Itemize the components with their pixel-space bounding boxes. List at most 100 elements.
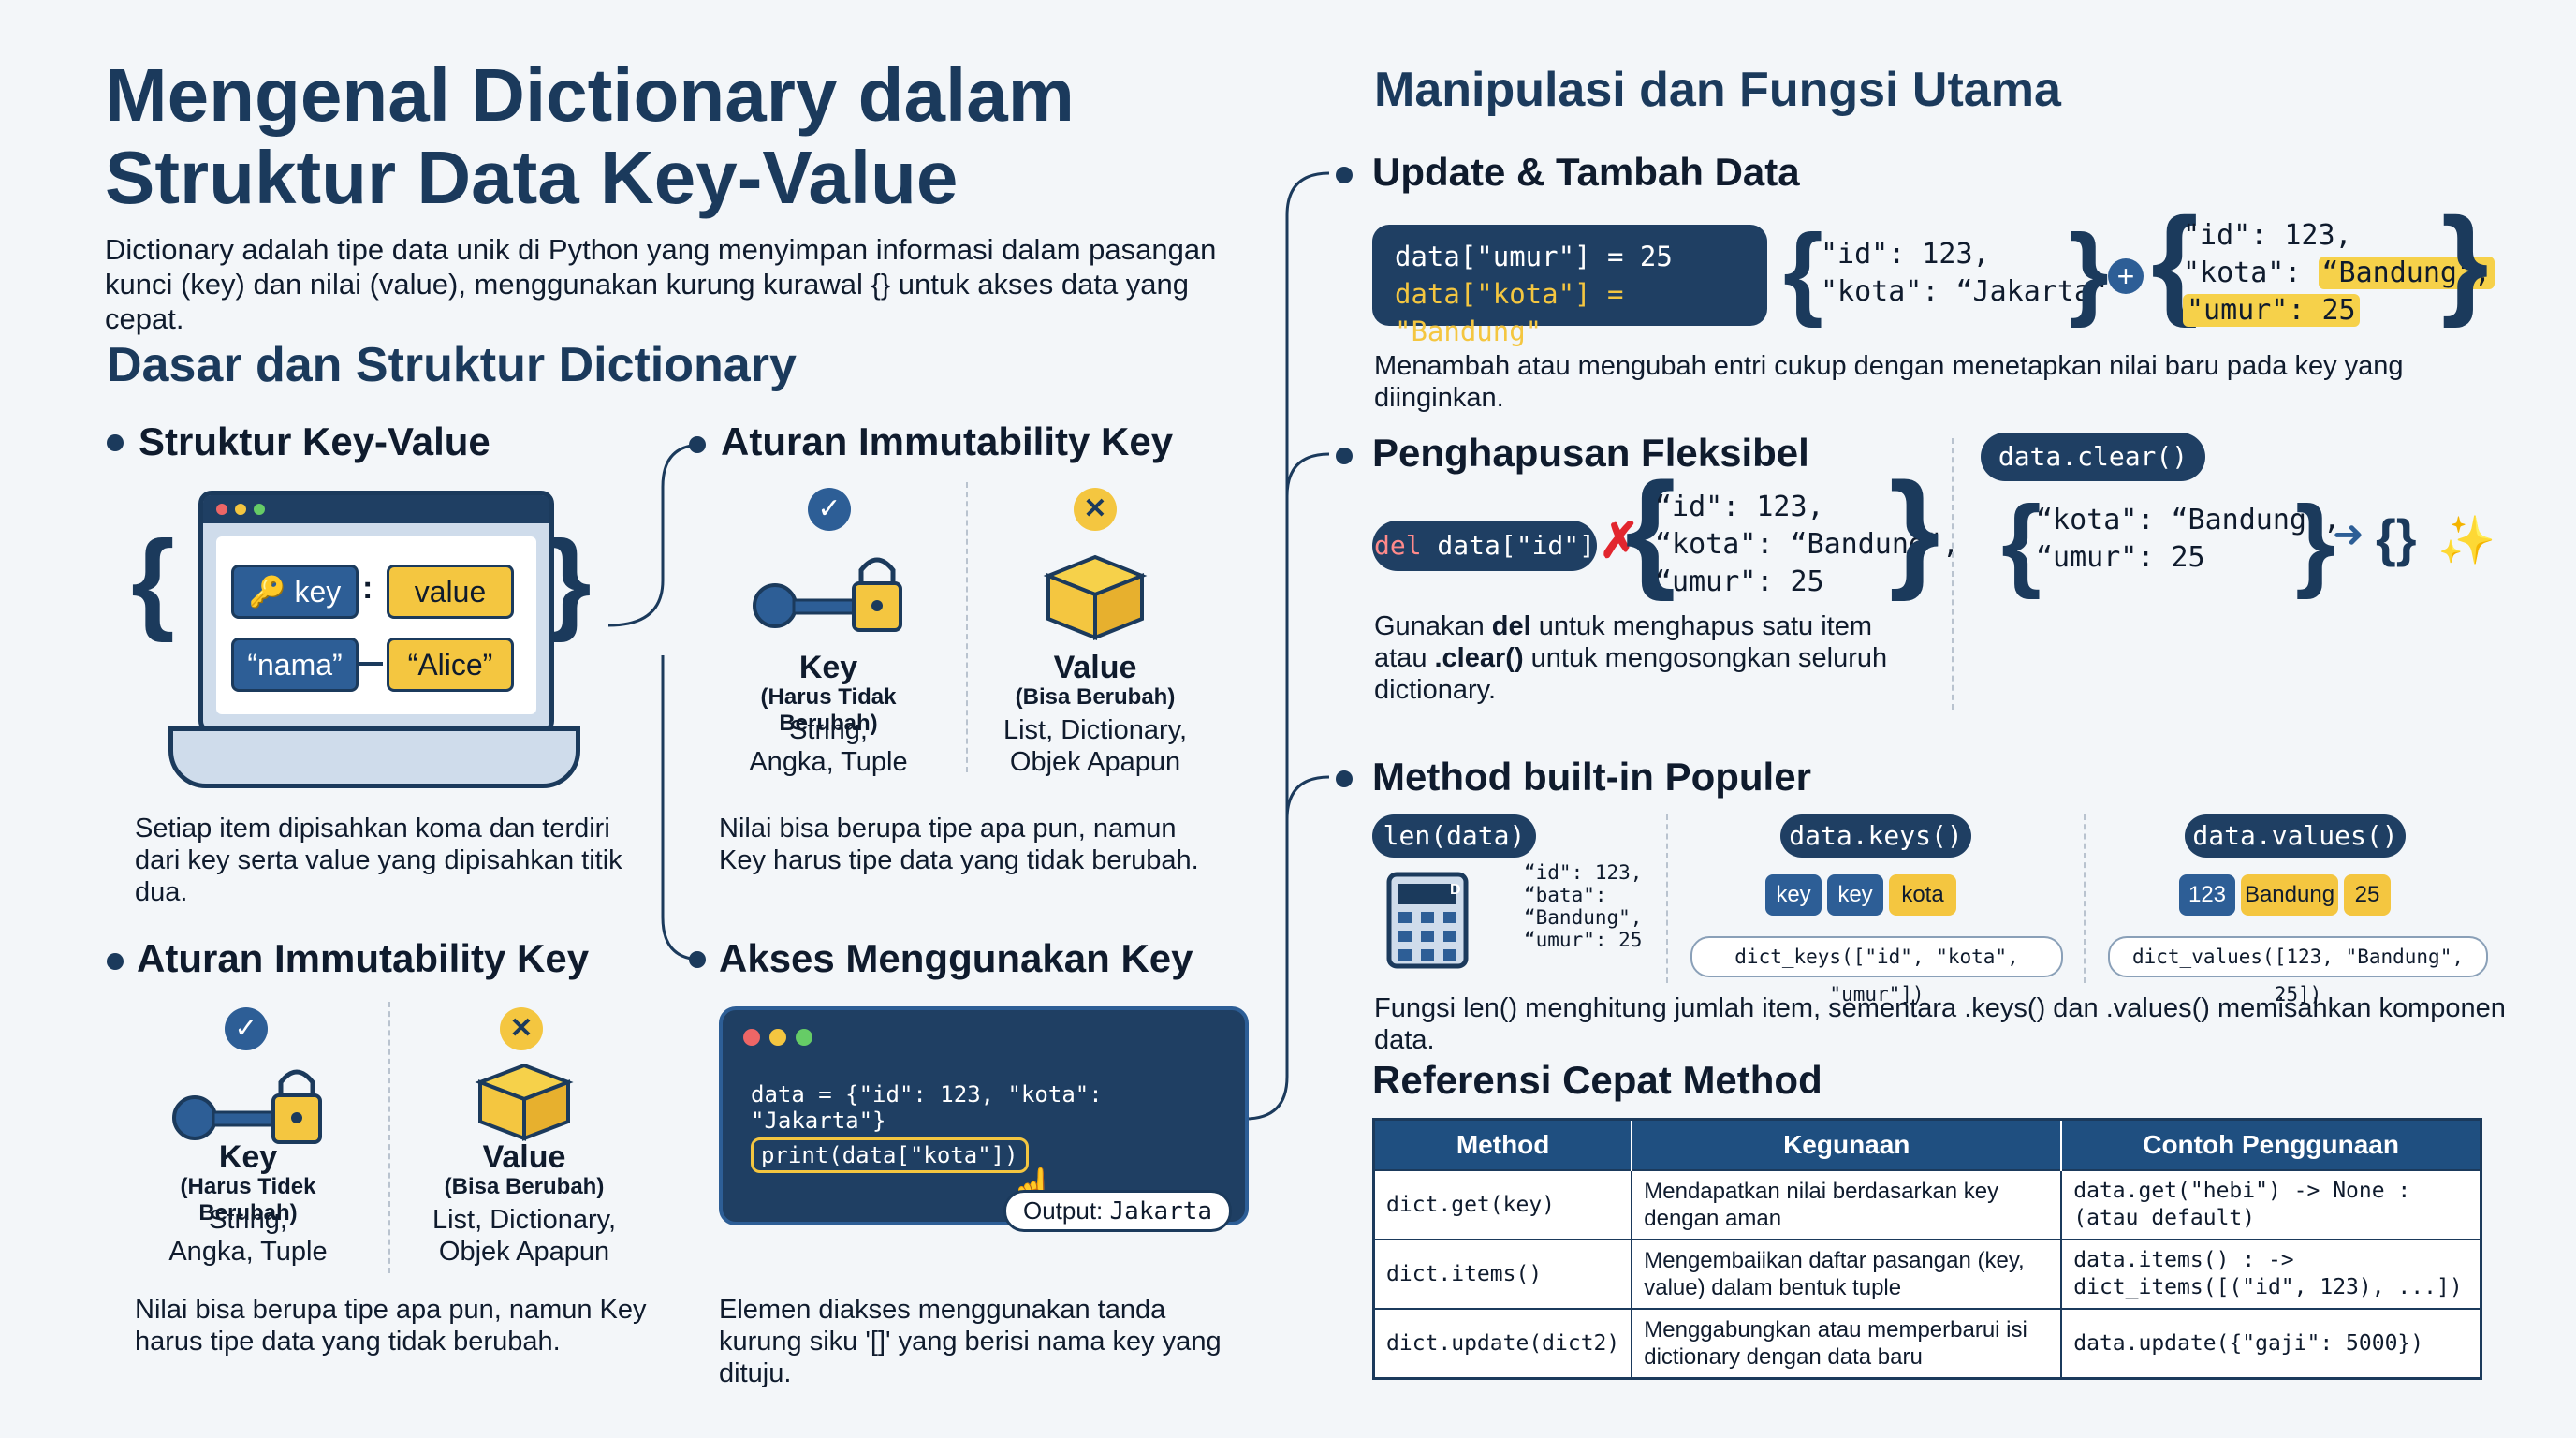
delete-x-icon: ✗	[1599, 514, 1640, 568]
len-label: len(data)	[1372, 814, 1536, 858]
empty-dict: {}	[2376, 508, 2417, 567]
del-code: del data["id"]	[1372, 521, 1597, 571]
cross-icon: ✕	[1074, 488, 1117, 531]
broom-icon: ✨	[2437, 514, 2496, 566]
close-brace: }	[2441, 192, 2489, 329]
output-bubble: Output: Jakarta	[1003, 1190, 1233, 1232]
immutability-panel-top: ✓ Key (Harus Tidak Berubah) String, Angk…	[711, 482, 1198, 782]
key-title: Key	[218, 1139, 278, 1175]
close-brace: }	[2295, 485, 2335, 600]
table-header: Contoh Penggunaan	[2061, 1119, 2482, 1170]
open-brace: {	[2001, 485, 2042, 600]
bullet	[107, 434, 124, 451]
caption-part: untuk mengosongkan seluruh dictionary.	[1374, 643, 1888, 705]
box-icon	[1043, 554, 1148, 640]
update-code: data["umur"] = 25 data["kota"] = "Bandun…	[1372, 225, 1767, 347]
divider	[2084, 814, 2086, 983]
kv-value-chip: value	[387, 565, 514, 619]
dict-value-highlight: “Bandung",	[2318, 257, 2496, 289]
example-cell: data.get("hebi") -> None : (atau default…	[2060, 1169, 2482, 1240]
values-label: data.values()	[2185, 814, 2406, 858]
dict-line: "id": 123,	[2183, 219, 2352, 252]
dict-line: "id": 123,	[1821, 238, 1990, 271]
caption-clear: .clear()	[1434, 643, 1524, 673]
dict-line: "kota": “Bandung",	[2183, 255, 2496, 292]
key-types: String, Angka, Tuple	[168, 1205, 328, 1267]
value-title: Value	[1053, 650, 1137, 685]
key-icon: 🔑	[248, 575, 286, 609]
value-types: List, Dictionary, Objek Apapun	[432, 1205, 617, 1267]
open-brace: {	[1625, 455, 1676, 602]
dict-key: "kota":	[2183, 257, 2302, 289]
caption-del: del	[1491, 611, 1531, 641]
access-code-line1: data = {"id": 123, "kota": "Jakarta"}	[751, 1081, 1103, 1134]
open-brace: {	[1783, 213, 1823, 329]
update-dict-after: "id": 123, "kota": “Bandung", "umur": 25	[2183, 217, 2496, 330]
access-code-line2: print(data["kota"])	[751, 1137, 1029, 1173]
len-dict: “id": 123, “bata": “Bandung", “umur": 25	[1524, 861, 1642, 951]
immutability-caption-bottom: Nilai bisa berupa tipe apa pun, namun Ke…	[135, 1295, 647, 1357]
check-icon: ✓	[225, 1007, 268, 1050]
key-chip: key	[1827, 874, 1883, 916]
check-icon: ✓	[808, 488, 851, 531]
keys-result: dict_keys(["id", "kota", "umur"])	[1690, 936, 2063, 1005]
clear-dict: “kota": “Bandung", “umur": 25	[2036, 502, 2340, 577]
dict-line: “umur": 25	[1524, 929, 1643, 951]
section-title-basics: Dasar dan Struktur Dictionary	[107, 338, 797, 392]
close-brace: }	[2069, 213, 2109, 329]
table-row: dict.get(key) Mendapatkan nilai berdasar…	[1372, 1169, 2482, 1240]
method-cell: dict.update(dict2)	[1372, 1308, 1633, 1380]
heading-delete: Penghapusan Fleksibel	[1372, 431, 1809, 475]
dict-line: “kota": “Bandung",	[1655, 528, 1960, 561]
intro-text: Dictionary adalah tipe data unik di Pyth…	[105, 233, 1217, 335]
dict-line: “id": 123,	[1524, 861, 1643, 884]
output-label: Output:	[1023, 1196, 1104, 1225]
divider	[388, 1002, 390, 1273]
value-types: List, Dictionary, Objek Apapun	[1003, 715, 1188, 777]
reference-table: Method Kegunaan Contoh Penggunaan dict.g…	[1372, 1118, 2482, 1380]
heading-kv-structure: Struktur Key-Value	[139, 419, 490, 463]
key-subtitle: (Harus Tidek Berubah)	[180, 1174, 316, 1225]
heading-access: Akses Menggunakan Key	[719, 936, 1193, 980]
divider	[966, 482, 968, 772]
key-subtitle: (Harus Tidak Berubah)	[760, 684, 897, 736]
divider	[1952, 438, 1954, 710]
caption-part: Gunakan	[1374, 611, 1492, 641]
key-title: Key	[798, 650, 858, 685]
keys-label: data.keys()	[1780, 814, 1971, 858]
key-chip: key	[1765, 874, 1822, 916]
values-result: dict_values([123, "Bandung", 25])	[2108, 936, 2488, 1005]
box-icon	[475, 1063, 574, 1141]
kv-colon: :	[362, 570, 373, 606]
dict-line: “kota": “Bandung",	[2036, 504, 2341, 536]
immutability-caption-top: Nilai bisa berupa tipe apa pun, namun Ke…	[719, 814, 1199, 875]
update-dict-before: "id": 123, "kota": “Jakarta"	[1821, 236, 2108, 311]
example-cell: data.items() : -> dict_items([("id", 123…	[2060, 1239, 2482, 1310]
laptop-illustration: { } 🔑 key : value “nama” “Alice”	[131, 487, 618, 796]
del-keyword: del	[1373, 530, 1422, 561]
update-caption: Menambah atau mengubah entri cukup denga…	[1374, 351, 2404, 413]
heading-immutability-top: Aturan Immutability Key	[721, 419, 1174, 463]
calculator-icon	[1386, 872, 1469, 969]
dict-line: “umur": 25	[2036, 541, 2205, 574]
dict-line: “id": 123,	[1655, 491, 1824, 523]
heading-update: Update & Tambah Data	[1372, 150, 1800, 194]
value-subtitle: (Bisa Berubah)	[1015, 684, 1176, 710]
close-brace: }	[548, 518, 592, 643]
caption-part: untuk menghapus satu item atau	[1374, 611, 1872, 673]
table-header: Method	[1373, 1119, 1633, 1170]
use-cell: Mendapatkan nilai berdasarkan key dengan…	[1631, 1169, 2063, 1240]
kv-caption: Setiap item dipisahkan koma dan terdiri …	[135, 814, 622, 907]
delete-dict: “id": 123, “kota": “Bandung", “umur": 25	[1655, 489, 1959, 601]
key-chip: kota	[1889, 874, 1956, 916]
key-types: String, Angka, Tuple	[749, 715, 908, 777]
bullet	[107, 953, 124, 970]
section-title-manipulation: Manipulasi dan Fungsi Utama	[1374, 63, 2061, 117]
divider	[1666, 814, 1668, 983]
table-row: dict.update(dict2) Menggabungkan atau me…	[1372, 1308, 2482, 1380]
use-cell: Mengembaiikan daftar pasangan (key, valu…	[1631, 1239, 2063, 1310]
clear-label: data.clear()	[1981, 433, 2205, 481]
access-caption: Elemen diakses menggunakan tanda kurung …	[719, 1295, 1222, 1388]
close-brace: }	[1889, 455, 1940, 602]
calc-display-char: D	[1450, 882, 1461, 898]
